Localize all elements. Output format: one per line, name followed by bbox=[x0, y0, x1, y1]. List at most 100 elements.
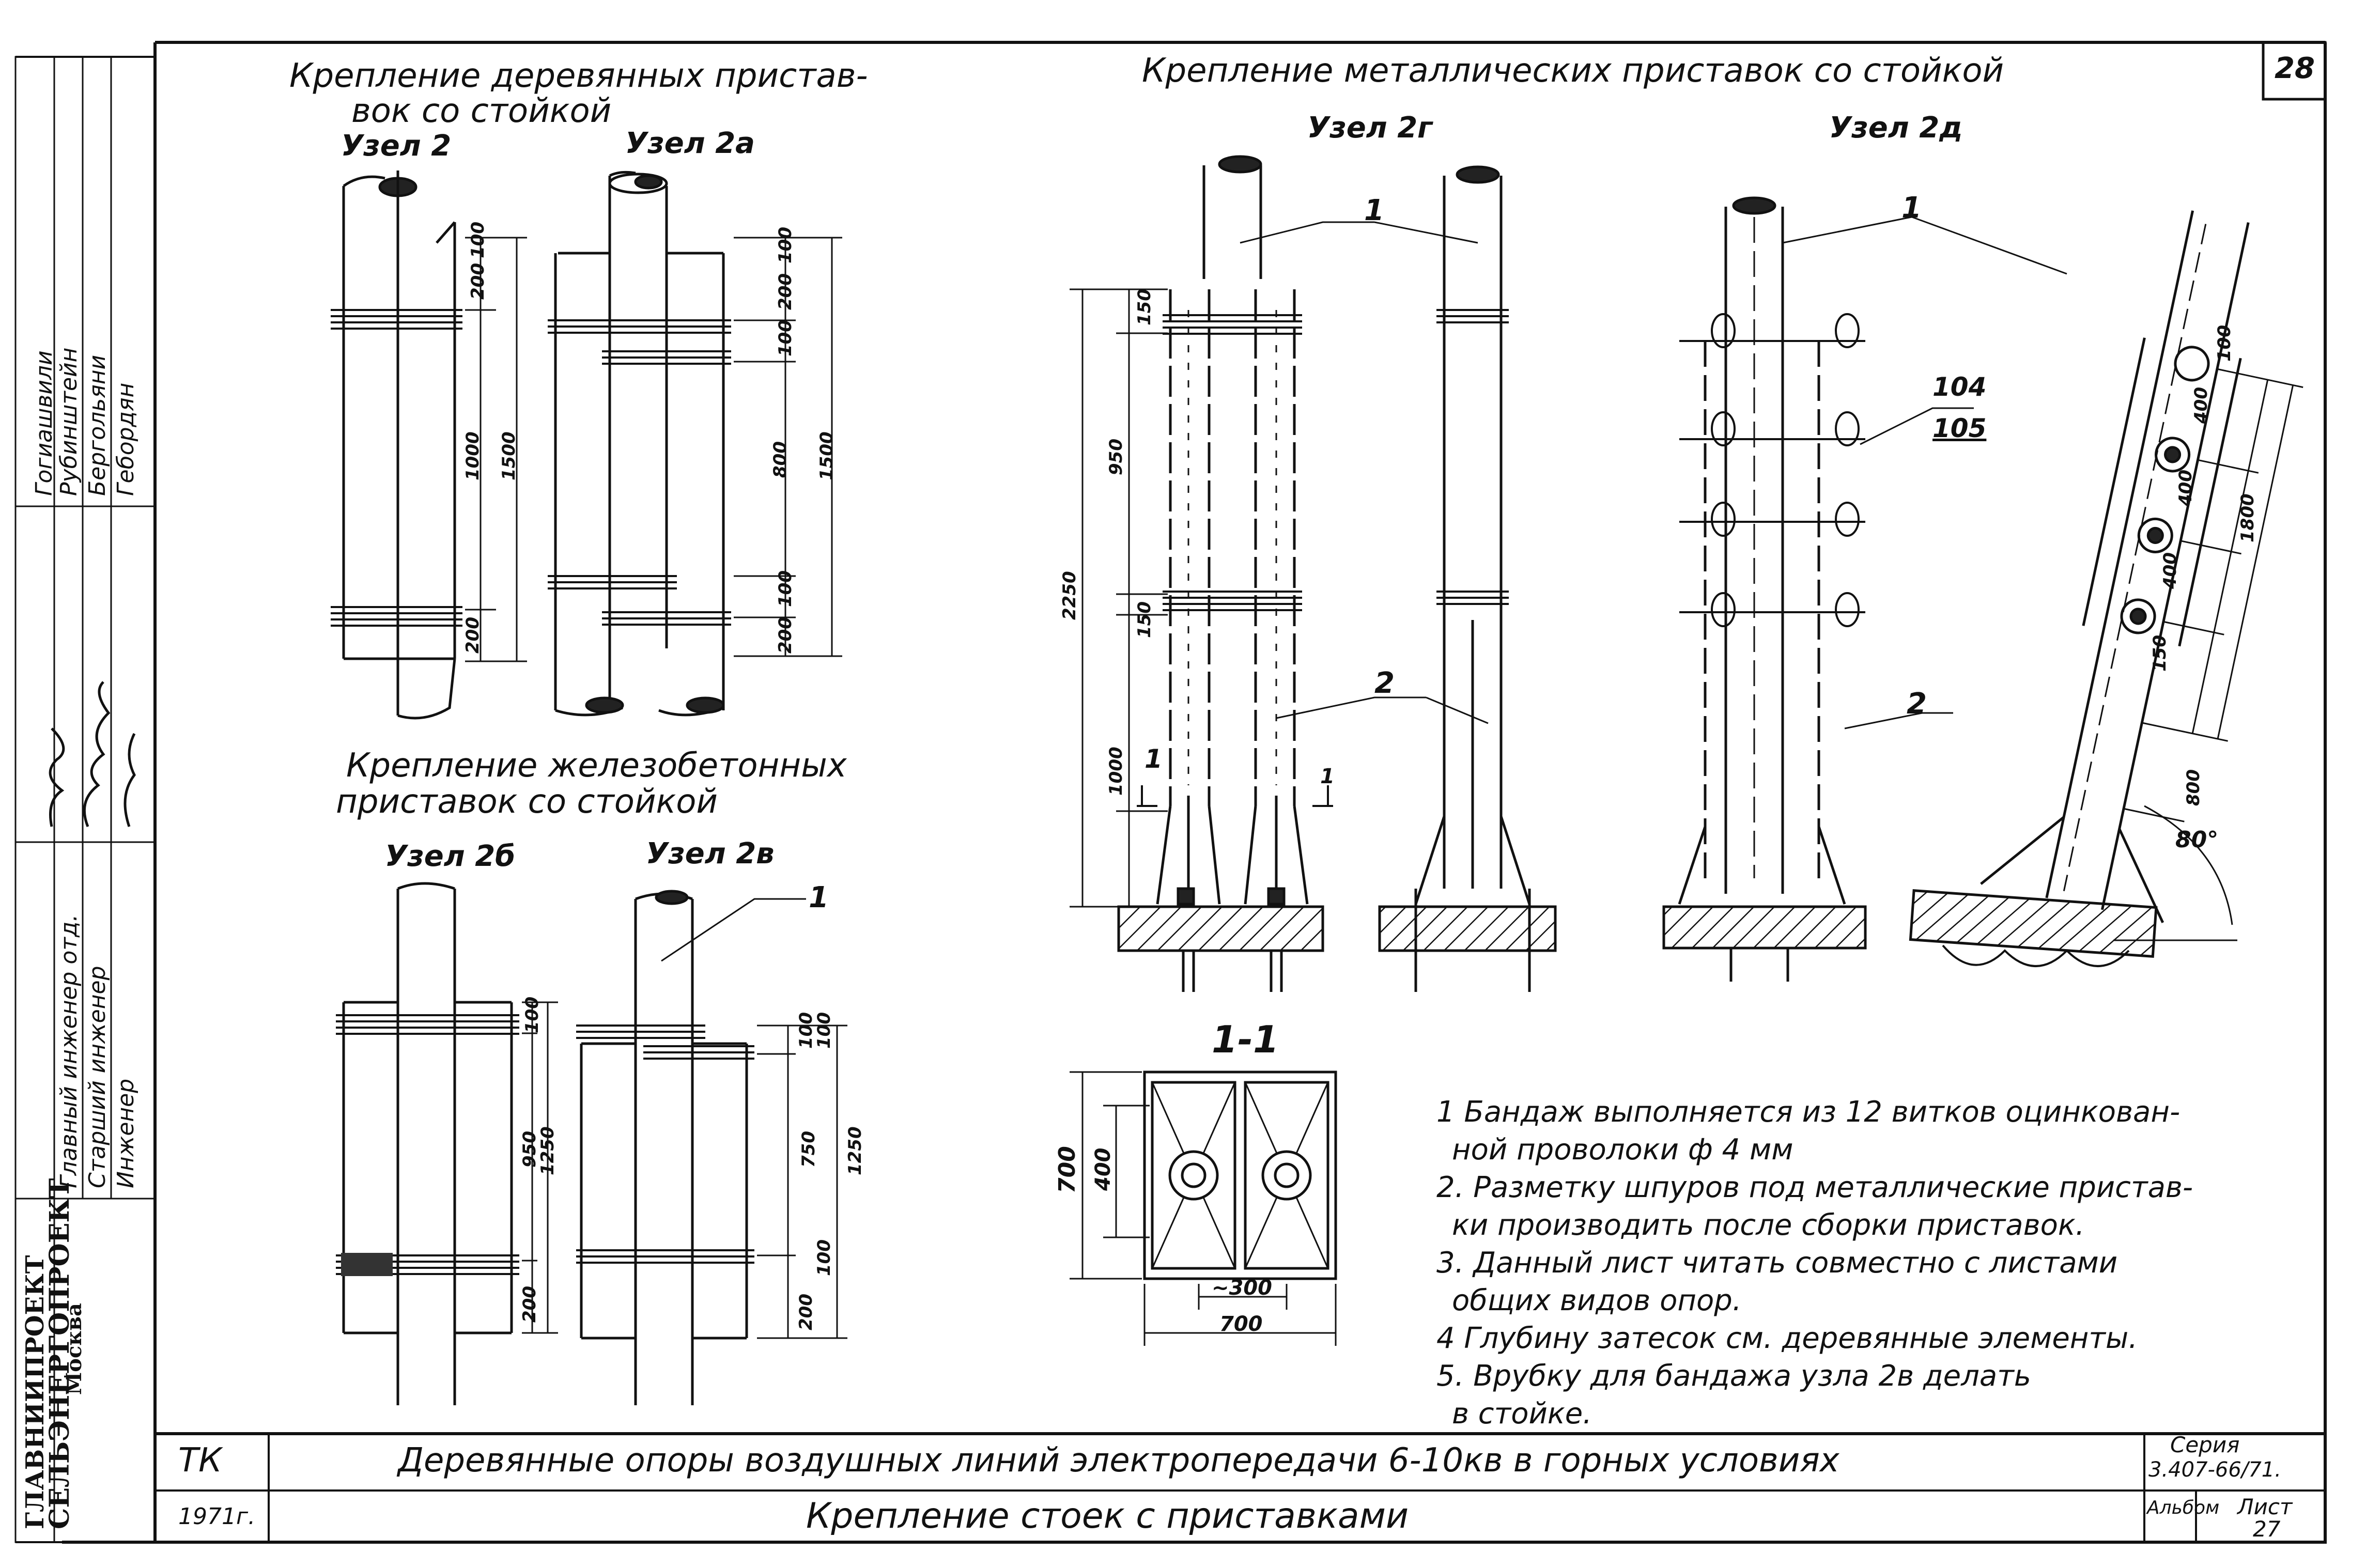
stamp-role-2: Старший инженер bbox=[84, 966, 111, 1188]
stamp-name-3: Бергольяни bbox=[84, 354, 111, 496]
dim-n2v-5: 200 bbox=[796, 1294, 816, 1330]
dim-n2d-4: 1800 bbox=[2237, 493, 2258, 542]
dim-n2-3: 1500 bbox=[499, 431, 519, 480]
dim-n2b-3: 200 bbox=[519, 1286, 540, 1323]
dim-n2g-0: 150 bbox=[1134, 289, 1155, 325]
dim-sec-bottom-outer: 700 bbox=[1219, 1312, 1263, 1336]
dim-n2v-2: 750 bbox=[798, 1131, 819, 1168]
dim-n2v-4: 100 bbox=[814, 1239, 834, 1276]
dim-n2a-2: 100 bbox=[775, 320, 796, 356]
stamp-city: Москва bbox=[62, 1303, 86, 1395]
dim-n2b-0: 100 bbox=[522, 997, 543, 1033]
sheet-label: Лист bbox=[2237, 1494, 2293, 1519]
dim-n2-1: 200 bbox=[468, 263, 488, 300]
dim-n2g-3: 2250 bbox=[1059, 571, 1080, 620]
dim-n2d-3: 400 bbox=[2160, 552, 2181, 589]
dim-n2-2: 1000 bbox=[462, 431, 483, 480]
note-line-4: ки производить после сборки приставок. bbox=[1452, 1208, 2085, 1242]
note-line-5: 3. Данный лист читать совместно с листам… bbox=[1436, 1246, 2118, 1280]
dim-n2d-0: 100 bbox=[2214, 325, 2235, 362]
node-label-2d: Узел 2д bbox=[1829, 111, 1963, 145]
dim-n2g-1: 950 bbox=[1106, 439, 1126, 475]
title-subtitle: Крепление стоек с приставками bbox=[806, 1496, 1409, 1536]
dim-n2-0: 100 bbox=[468, 222, 488, 258]
note-line-3: 2. Разметку шпуров под металлические при… bbox=[1436, 1171, 2193, 1204]
dim-n2a-4: 1500 bbox=[816, 431, 837, 480]
dim-n2b-2: 1250 bbox=[537, 1126, 558, 1175]
node-label-2: Узел 2 bbox=[341, 129, 452, 163]
callout-104: 104 bbox=[1932, 372, 1987, 402]
dim-n2a-1: 200 bbox=[775, 273, 796, 310]
node-label-2b: Узел 2б bbox=[385, 840, 516, 873]
note-line-6: общих видов опор. bbox=[1452, 1284, 1742, 1317]
series-label: Серия bbox=[2170, 1432, 2240, 1457]
callout-1-metal: 1 bbox=[1364, 194, 1384, 227]
dim-n2a-0: 100 bbox=[775, 227, 796, 263]
node-2d-drawing bbox=[1662, 196, 2303, 982]
node-label-2g: Узел 2г bbox=[1307, 111, 1433, 145]
node-label-2a: Узел 2а bbox=[625, 127, 755, 160]
node-label-2v: Узел 2в bbox=[646, 837, 775, 871]
note-line-1: 1 Бандаж выполняется из 12 витков оцинко… bbox=[1436, 1095, 2181, 1129]
dim-n2g-4: 1000 bbox=[1106, 747, 1126, 796]
sheet-frame bbox=[14, 41, 2327, 1544]
sheet-value: 27 bbox=[2253, 1516, 2281, 1542]
node-2g-drawing bbox=[1070, 155, 1557, 992]
heading-wooden-attach-line2: вок со стойкой bbox=[351, 92, 612, 130]
title-main: Деревянные опоры воздушных линий электро… bbox=[398, 1441, 1839, 1480]
heading-concrete-attach-line1: Крепление железобетонных bbox=[346, 747, 847, 785]
note-line-8: 5. Врубку для бандажа узла 2в делать bbox=[1436, 1359, 2031, 1393]
dim-n2d-1: 400 bbox=[2191, 387, 2212, 424]
heading-concrete-attach-line2: приставок со стойкой bbox=[336, 783, 718, 821]
stamp-name-4: Гебордян bbox=[113, 382, 139, 496]
dim-n2a-6: 200 bbox=[775, 617, 796, 654]
side-stamp bbox=[14, 56, 156, 1543]
stamp-name-1: Гогиашвили bbox=[31, 350, 57, 496]
node-2a-drawing bbox=[548, 170, 842, 717]
dim-n2v-0: 100 bbox=[796, 1012, 816, 1049]
album-label: Альбом bbox=[2147, 1497, 2220, 1518]
dim-n2b-1: 950 bbox=[519, 1131, 540, 1168]
heading-metal-attach: Крепление металлических приставок со сто… bbox=[1142, 52, 2004, 90]
stamp-name-2: Рубинштейн bbox=[56, 347, 82, 496]
note-line-7: 4 Глубину затесок см. деревянные элемент… bbox=[1436, 1322, 2138, 1355]
section-mark-left: 1 bbox=[1145, 744, 1163, 774]
dim-n2d-5: 150 bbox=[2149, 635, 2170, 672]
section-mark-right: 1 bbox=[1320, 765, 1335, 788]
sheet-number-box bbox=[2262, 41, 2327, 101]
stamp-role-3: Инженер bbox=[113, 1078, 139, 1188]
dim-sec-inner: 400 bbox=[1091, 1147, 1115, 1191]
signatures bbox=[49, 681, 136, 827]
heading-wooden-attach-line1: Крепление деревянных пристав- bbox=[289, 57, 868, 95]
title-year: 1971г. bbox=[178, 1503, 256, 1530]
callout-2-incline: 2 bbox=[1907, 687, 1927, 721]
dim-sec-bottom-inner: ~300 bbox=[1212, 1276, 1273, 1300]
dim-n2a-5: 100 bbox=[775, 570, 796, 607]
dim-n2v-1: 100 bbox=[814, 1012, 834, 1049]
section-label-1-1: 1-1 bbox=[1212, 1018, 1279, 1061]
dim-n2a-3: 800 bbox=[770, 441, 791, 478]
title-code: ТК bbox=[178, 1441, 222, 1480]
node-2b-drawing bbox=[336, 882, 558, 1405]
note-line-2: ной проволоки ф 4 мм bbox=[1452, 1133, 1793, 1167]
dim-n2v-3: 1250 bbox=[845, 1126, 865, 1175]
sheet-number: 28 bbox=[2275, 52, 2315, 85]
callout-2-metal: 2 bbox=[1374, 666, 1395, 700]
note-line-9: в стойке. bbox=[1452, 1397, 1592, 1431]
dim-sec-outer: 700 bbox=[1054, 1146, 1080, 1193]
node-2v-drawing bbox=[576, 890, 847, 1405]
callout-1-concrete: 1 bbox=[809, 881, 829, 914]
series-value: 3.407-66/71. bbox=[2148, 1458, 2281, 1482]
dim-n2d-6: 800 bbox=[2183, 769, 2204, 806]
dim-n2-4: 200 bbox=[462, 617, 483, 654]
dim-n2g-2: 150 bbox=[1134, 601, 1155, 638]
section-1-1-drawing bbox=[1070, 1070, 1337, 1346]
dim-n2d-2: 400 bbox=[2175, 470, 2196, 506]
stamp-role-1: Главный инженер отд. bbox=[56, 914, 82, 1188]
callout-1-incline: 1 bbox=[1901, 191, 1922, 225]
callout-105: 105 bbox=[1932, 413, 1987, 443]
angle-label: 80° bbox=[2175, 827, 2219, 853]
node-2-drawing bbox=[331, 170, 527, 720]
